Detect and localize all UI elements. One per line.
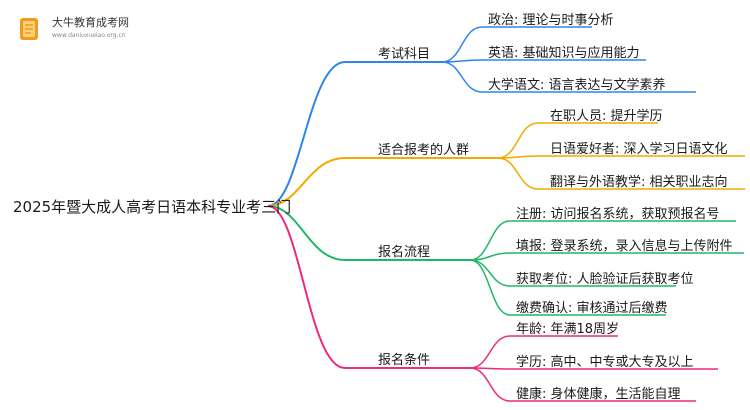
leaf-kaoshikemu-3: 大学语文: 语言表达与文学素养 xyxy=(488,78,666,93)
connector-liucheng-1 xyxy=(469,220,736,261)
connector-renqun-2 xyxy=(497,155,745,159)
connector-liucheng-4 xyxy=(469,259,666,316)
leaf-renqun-1: 在职人员: 提升学历 xyxy=(550,109,663,124)
leaf-kaoshikemu-2: 英语: 基础知识与应用能力 xyxy=(488,46,640,61)
branch-kaoshikemu: 考试科目 xyxy=(378,47,431,62)
connector-kaoshikemu-3 xyxy=(441,61,696,93)
branch-tiaojian: 报名条件 xyxy=(378,353,431,368)
connector-renqun-1 xyxy=(497,122,658,159)
connector-tiaojian-3 xyxy=(469,367,696,402)
connector-root-renqun xyxy=(267,157,498,207)
connector-kaoshikemu-2 xyxy=(441,59,646,63)
leaf-liucheng-3: 获取考位: 人脸验证后获取考位 xyxy=(516,272,694,287)
leaf-tiaojian-1: 年龄: 年满18周岁 xyxy=(516,322,620,337)
site-logo[interactable]: 大牛教育成考网 www.daniuxueiao.org.cn xyxy=(14,12,144,48)
logo-site-url: www.daniuxueiao.org.cn xyxy=(52,32,126,39)
branch-renqun: 适合报考的人群 xyxy=(378,143,470,158)
leaf-tiaojian-3: 健康: 身体健康，生活能自理 xyxy=(516,387,681,402)
connector-liucheng-2 xyxy=(469,252,744,261)
branch-liucheng: 报名流程 xyxy=(378,245,431,260)
connector-tiaojian-1 xyxy=(469,335,618,369)
leaf-liucheng-1: 注册: 访问报名系统，获取预报名号 xyxy=(516,207,720,222)
book-logo-icon xyxy=(20,18,38,40)
logo-site-name: 大牛教育成考网 xyxy=(52,16,129,29)
leaf-renqun-3: 翻译与外语教学: 相关职业志向 xyxy=(550,175,728,190)
root-topic: 2025年暨大成人高考日语本科专业考三门 xyxy=(13,198,292,216)
leaf-kaoshikemu-1: 政治: 理论与时事分析 xyxy=(488,13,614,28)
connector-root-tiaojian xyxy=(267,205,470,369)
leaf-tiaojian-2: 学历: 高中、中专或大专及以上 xyxy=(516,355,694,370)
connector-root-kaoshikemu xyxy=(267,61,442,207)
connector-renqun-3 xyxy=(497,157,745,190)
connector-liucheng-3 xyxy=(469,259,676,287)
connector-tiaojian-2 xyxy=(469,367,718,370)
connector-root-liucheng xyxy=(267,205,470,261)
leaf-liucheng-2: 填报: 登录系统，录入信息与上传附件 xyxy=(516,239,733,254)
connector-kaoshikemu-1 xyxy=(441,26,592,63)
leaf-liucheng-4: 缴费确认: 审核通过后缴费 xyxy=(516,301,668,316)
leaf-renqun-2: 日语爱好者: 深入学习日语文化 xyxy=(550,142,728,157)
